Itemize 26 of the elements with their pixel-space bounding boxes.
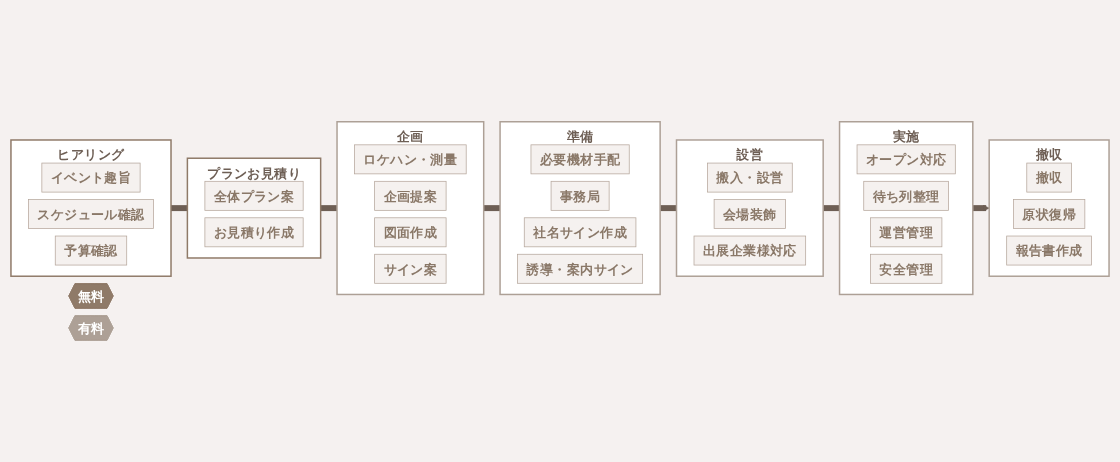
node-box: 必要機材手配 <box>530 144 630 175</box>
node-box: サイン案 <box>374 253 447 284</box>
node-box: 図面作成 <box>374 217 447 248</box>
node-box: 搬入・設営 <box>707 162 793 193</box>
node-box: 事務局 <box>550 180 610 211</box>
node-box: スケジュール確認 <box>28 199 154 229</box>
node-box: 待ち列整理 <box>863 180 949 211</box>
node-box: 社名サイン作成 <box>523 217 637 248</box>
node-box: 予算確認 <box>54 235 128 266</box>
connector <box>821 205 842 212</box>
node-box: 撤収 <box>1026 162 1072 193</box>
node-box: 出展企業様対応 <box>693 235 807 266</box>
node-box: オープン対応 <box>856 144 956 175</box>
node-box: 報告書作成 <box>1006 235 1092 266</box>
node-box: 企画提案 <box>374 180 447 211</box>
connector <box>169 205 189 212</box>
node-box: 原状復帰 <box>1013 199 1086 229</box>
connector <box>658 205 679 212</box>
node-box: 全体プラン案 <box>204 180 304 211</box>
node-box: 会場装飾 <box>713 199 786 229</box>
node-box: ロケハン・測量 <box>354 144 467 175</box>
node-box: お見積り作成 <box>204 217 304 248</box>
node-box: 誘導・案内サイン <box>517 253 643 284</box>
node-box: 安全管理 <box>870 253 943 284</box>
node-box: 運営管理 <box>870 217 943 248</box>
node-box: イベント趣旨 <box>41 162 141 193</box>
